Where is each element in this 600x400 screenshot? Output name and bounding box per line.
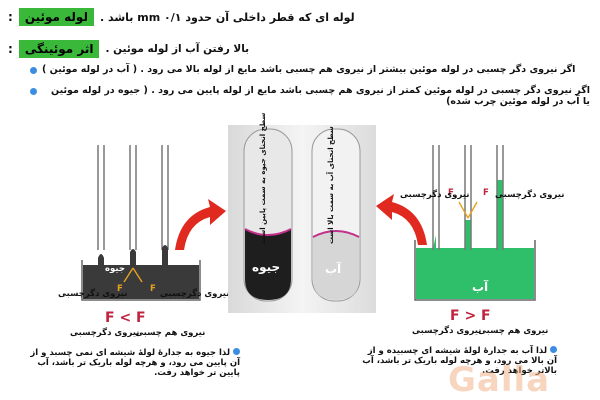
- definition-capillary-tube: لوله ای که قطر داخلی آن حدود ۰/۱ mm باشد…: [100, 11, 355, 24]
- relation-left-label: نیروی دگرچسبی: [412, 326, 481, 336]
- definition-capillary-effect: بالا رفتن آب از لوله موئین .: [105, 43, 249, 55]
- watermark-logo: Galla: [448, 360, 550, 400]
- bullet-icon: [233, 348, 240, 355]
- water-liquid-label: آب: [472, 280, 488, 294]
- test-tubes: [228, 125, 376, 313]
- adhesion-label: نیروی دگرچسبی: [495, 190, 564, 200]
- adhesion-label: نیروی دگرچسبی: [400, 190, 469, 200]
- relation-left-label: نیروی دگرچسبی: [70, 328, 139, 338]
- relation-right-label: نیروی هم چسبی: [135, 328, 205, 338]
- photo-mercury-label: جیوه: [252, 260, 280, 274]
- bullet-item-1: اگر نیروی دگر چسبی در لوله موئین بیشتر ا…: [30, 64, 590, 75]
- term-capillary-tube: لوله موئین: [19, 8, 94, 26]
- relation-right-label: نیروی هم چسبی: [478, 326, 548, 336]
- photo-water-label: آب: [325, 262, 341, 276]
- term-capillary-effect: اثر موئینگی: [19, 40, 100, 58]
- force-relation: F < F: [105, 310, 146, 326]
- photo-test-tubes: [228, 125, 376, 313]
- water-tube-text: سطح انحنای آب به سمت بالا است: [327, 144, 335, 244]
- bullet-text: اگر نیروی دگر چسبی در لوله موئین کمتر از…: [42, 85, 590, 107]
- mercury-tube-text: سطح انحنای جیوه به سمت پایین است: [259, 144, 267, 244]
- bullet-item-2: اگر نیروی دگر چسبی در لوله موئین کمتر از…: [30, 85, 590, 107]
- bullet-icon: [30, 67, 37, 74]
- colon-mark: :: [8, 42, 13, 56]
- definition-line-1: : لوله موئین لوله ای که قطر داخلی آن حدو…: [8, 8, 592, 26]
- bullet-icon: [30, 88, 37, 95]
- adhesion-label: نیروی دگرچسبی: [160, 289, 229, 299]
- colon-mark: :: [8, 10, 13, 24]
- force-relation: F > F: [450, 308, 491, 324]
- mercury-note-text: لذا جیوه به جدارهٔ لولهٔ شیشه ای نمی چسب…: [30, 348, 240, 378]
- bullet-icon: [550, 346, 557, 353]
- mercury-liquid-label: جیوه: [105, 264, 125, 274]
- force-label-f: F: [483, 188, 489, 198]
- adhesion-label: نیروی دگرچسبی: [58, 289, 127, 299]
- mercury-note: لذا جیوه به جدارهٔ لولهٔ شیشه ای نمی چسب…: [30, 345, 240, 378]
- red-arrow-left: [170, 195, 230, 255]
- definition-line-2: : اثر موئینگی بالا رفتن آب از لوله موئین…: [8, 40, 592, 58]
- force-arrows: [459, 202, 477, 218]
- bullet-text: اگر نیروی دگر چسبی در لوله موئین بیشتر ا…: [42, 64, 575, 75]
- glass-tubes: [98, 145, 168, 250]
- force-label-f: F: [150, 284, 156, 294]
